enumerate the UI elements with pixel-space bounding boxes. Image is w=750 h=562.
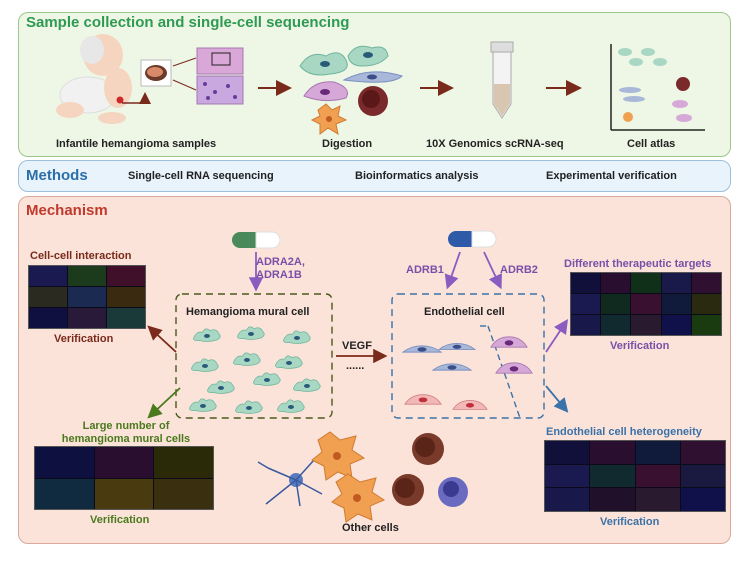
neuron-icon <box>257 459 323 507</box>
endothelial-cells-cluster <box>402 336 533 410</box>
sequencing-label: 10X Genomics scRNA-seq <box>426 138 564 150</box>
cell-cell-interaction-label: Cell-cell interaction <box>30 250 132 262</box>
method-scrna-seq: Single-cell RNA sequencing <box>128 170 274 182</box>
method-bioinformatics: Bioinformatics analysis <box>355 170 479 182</box>
large-number-label: Large number of hemangioma mural cells <box>61 420 191 445</box>
mural-box-label: Hemangioma mural cell <box>186 306 310 318</box>
methods-title: Methods <box>26 167 88 184</box>
adrb1-label: ADRB1 <box>406 264 444 276</box>
sample-collection-title: Sample collection and single-cell sequen… <box>26 14 350 31</box>
endothelial-box-label: Endothelial cell <box>424 306 505 318</box>
cell-atlas-label: Cell atlas <box>627 138 676 150</box>
heterogeneity-label: Endothelial cell heterogeneity <box>546 426 702 438</box>
other-cells-label: Other cells <box>342 522 399 534</box>
macrophage-icon <box>311 431 386 523</box>
cell-interaction-micrograph <box>28 265 146 329</box>
therapeutic-targets-micrograph <box>570 272 722 336</box>
digestion-label: Digestion <box>322 138 373 150</box>
vegf-dots: ...... <box>346 360 365 372</box>
sample-collection-panel <box>18 12 731 157</box>
verification-label-2: Verification <box>90 514 150 526</box>
method-experimental: Experimental verification <box>546 170 677 182</box>
samples-label: Infantile hemangioma samples <box>56 138 217 150</box>
tissue-sample-icon <box>140 59 172 87</box>
therapeutic-targets-label: Different therapeutic targets <box>564 258 712 270</box>
centrifuge-tube-icon <box>490 41 514 119</box>
adrb2-label: ADRB2 <box>500 264 538 276</box>
mechanism-title: Mechanism <box>26 202 108 219</box>
methods-panel <box>18 160 731 192</box>
verification-label-1: Verification <box>54 333 114 345</box>
cell-atlas-plot-icon <box>610 44 705 131</box>
mural-cell-box <box>175 293 333 419</box>
verification-label-4: Verification <box>600 516 660 528</box>
adra-targets-label: ADRA2A, ADRA1B <box>256 256 305 281</box>
infant-icon <box>56 34 132 124</box>
mural-cells-micrograph <box>34 446 214 510</box>
histology-slides-icon <box>196 47 244 105</box>
lymphocyte-icon <box>438 477 468 507</box>
mural-cells-cluster <box>189 326 321 414</box>
endothelial-cell-box <box>391 293 545 419</box>
pill-blue-icon <box>448 230 497 248</box>
heterogeneity-micrograph <box>544 440 726 512</box>
verification-label-3: Verification <box>610 340 670 352</box>
vegf-label: VEGF <box>342 340 372 352</box>
cells-icon <box>299 45 403 136</box>
plasma-cell-icon <box>392 433 444 506</box>
pill-green-icon <box>232 231 281 249</box>
